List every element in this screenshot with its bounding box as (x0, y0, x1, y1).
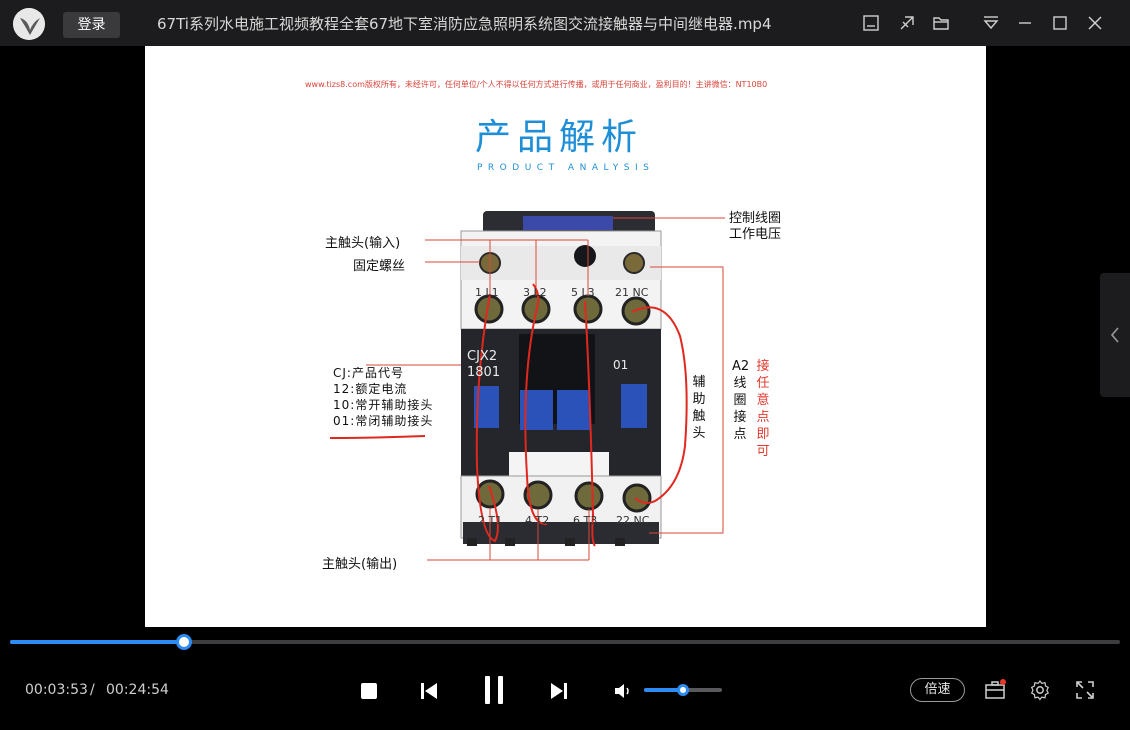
blue-indicator-4 (621, 384, 647, 428)
coil-label-plate (523, 216, 613, 230)
progress-handle[interactable] (176, 634, 193, 650)
label-fixing-screw: 固定螺丝 (353, 259, 406, 274)
label-nc-aux: 01:常闭辅助接头 (333, 414, 434, 428)
label-any-point: 接任意点即可 (756, 359, 770, 459)
terminal-bottom-2 (475, 479, 505, 509)
pause-icon (485, 676, 503, 704)
slide-title: 产品解析 (475, 117, 644, 158)
volume-icon (615, 684, 629, 698)
progress-fill (10, 640, 185, 644)
chevron-left-icon (1110, 327, 1119, 343)
terminal-label-top-1: 1 L1 (475, 286, 499, 299)
stop-button[interactable] (356, 678, 382, 704)
label-no-aux: 10:常开辅助接头 (333, 398, 434, 412)
pause-button[interactable] (479, 673, 509, 707)
picture-in-picture-icon[interactable] (860, 12, 882, 34)
terminal-bottom-22 (622, 483, 652, 513)
terminal-label-top-21: 21 NC (615, 286, 649, 299)
video-frame[interactable]: www.tizs8.com版权所有，未经许可，任何单位/个人不得以任何方式进行传… (145, 46, 986, 627)
label-a2-coil: A2线圈接点 (732, 359, 750, 442)
terminal-bottom-4 (523, 480, 553, 510)
settings-button[interactable] (1027, 677, 1053, 703)
notification-dot (1000, 679, 1006, 685)
pin-icon[interactable] (896, 12, 918, 34)
playback-speed-button[interactable]: 倍速 (910, 678, 965, 702)
toolbox-button[interactable] (982, 677, 1008, 703)
current-time: 00:03:53 (25, 682, 88, 698)
gear-icon (1030, 680, 1050, 701)
volume-button[interactable] (610, 678, 636, 704)
title-bar: 登录 67Ti系列水电施工视频教程全套67地下室消防应急照明系统图交流接触器与中… (0, 0, 1130, 46)
label-coil-voltage-1: 控制线圈 (729, 211, 782, 226)
blue-indicator-3 (557, 390, 590, 430)
previous-button[interactable] (416, 678, 442, 704)
menu-icon[interactable] (980, 12, 1002, 34)
label-main-input: 主触头(输入) (325, 236, 401, 251)
toolbox-icon (985, 679, 1006, 699)
login-button[interactable]: 登录 (63, 12, 120, 38)
device-model-line1: CJX2 (467, 349, 497, 364)
video-title: 67Ti系列水电施工视频教程全套67地下室消防应急照明系统图交流接触器与中间继电… (157, 15, 772, 33)
stop-icon (361, 683, 377, 699)
label-main-output: 主触头(输出) (322, 557, 398, 572)
terminal-top-5 (573, 294, 603, 324)
close-icon[interactable] (1084, 12, 1106, 34)
minimize-icon[interactable] (1014, 12, 1036, 34)
slide-subtitle: PRODUCT ANALYSIS (477, 163, 655, 173)
app-logo (13, 8, 45, 40)
time-separator: / (90, 682, 95, 698)
terminal-bottom-6 (574, 481, 604, 511)
terminal-label-top-3: 3 L2 (523, 286, 547, 299)
terminal-label-bottom-22: 22 NC (616, 514, 650, 527)
maximize-icon[interactable] (1049, 12, 1071, 34)
label-coil-voltage-2: 工作电压 (729, 227, 782, 242)
terminal-label-bottom-4: 4 T2 (525, 514, 549, 527)
progress-bar[interactable] (10, 634, 1120, 650)
label-model-code: CJ:产品代号 (333, 366, 404, 380)
fullscreen-button[interactable] (1072, 677, 1098, 703)
label-aux-contact: 辅助触头 (692, 375, 706, 441)
fixing-screw-right (623, 252, 645, 274)
volume-fill (644, 688, 683, 692)
volume-handle[interactable] (677, 684, 689, 696)
previous-icon (421, 683, 437, 699)
label-rated-current: 12:额定电流 (333, 382, 408, 396)
device-model-line2: 1801 (467, 365, 500, 380)
next-icon (551, 683, 567, 699)
device-nc-mark: 01 (613, 358, 628, 372)
annotation-scribbles (329, 283, 688, 547)
side-panel-toggle[interactable] (1100, 273, 1130, 397)
terminal-label-top-5: 5 L3 (571, 286, 595, 299)
coil-terminal (574, 245, 596, 267)
next-button[interactable] (546, 678, 572, 704)
folder-icon[interactable] (930, 12, 952, 34)
fullscreen-icon (1076, 681, 1094, 699)
total-time: 00:24:54 (106, 682, 169, 698)
volume-slider[interactable] (644, 684, 722, 696)
terminal-label-bottom-6: 6 T3 (573, 514, 597, 527)
terminal-label-bottom-2: 2 T1 (478, 514, 502, 527)
contactor-illustration: 1 L1 3 L2 5 L3 21 NC 2 T1 4 T2 6 T3 22 N… (329, 211, 725, 561)
copyright-notice: www.tizs8.com版权所有，未经许可，任何单位/个人不得以任何方式进行传… (305, 80, 768, 89)
leader-lines (366, 217, 725, 561)
